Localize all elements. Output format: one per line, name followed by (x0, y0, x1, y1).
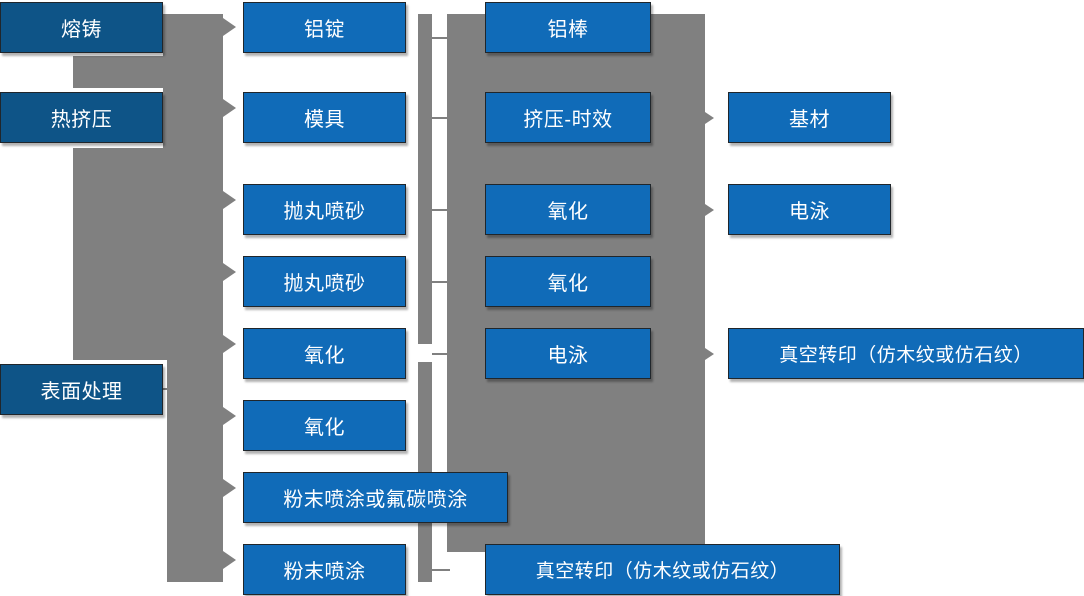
material-box-oxidation-1[interactable]: 氧化 (243, 328, 406, 379)
material-box-shot-blasting-1[interactable]: 抛丸喷砂 (243, 184, 406, 235)
process-box-electrophoresis[interactable]: 电泳 (485, 328, 651, 379)
output-box-electrophoresis[interactable]: 电泳 (728, 184, 891, 235)
arrow-right-icon-output-3 (705, 348, 714, 360)
output-stub-1 (698, 117, 708, 119)
rail-stub-4 (432, 281, 450, 283)
arrow-right-icon-branch-3 (223, 191, 236, 209)
rail-stub-3 (432, 209, 450, 211)
trunk-band-notch-filler (163, 14, 223, 582)
arrow-right-icon-output-2 (705, 204, 714, 216)
material-box-powder-or-fluorocarbon-coating[interactable]: 粉末喷涂或氟碳喷涂 (243, 472, 508, 523)
trunk-stub-surface (163, 388, 187, 390)
material-box-aluminum-ingot[interactable]: 铝锭 (243, 2, 406, 53)
stage-box-hot-extrusion[interactable]: 热挤压 (0, 92, 163, 143)
arrow-right-icon-branch-7 (223, 479, 236, 497)
rail-stub-1 (432, 37, 450, 39)
process-box-extrusion-aging[interactable]: 挤压-时效 (485, 92, 651, 143)
arrow-right-icon-branch-4 (223, 263, 236, 281)
arrow-right-icon-output-1 (705, 112, 714, 124)
material-box-powder-coating[interactable]: 粉末喷涂 (243, 544, 406, 595)
arrow-down-icon-to-surface (73, 330, 91, 342)
output-stub-3 (698, 353, 708, 355)
stage-box-surface-treatment[interactable]: 表面处理 (0, 364, 163, 415)
output-box-vacuum-transfer-printing[interactable]: 真空转印（仿木纹或仿石纹） (728, 328, 1084, 379)
material-box-mold[interactable]: 模具 (243, 92, 406, 143)
output-box-base-material[interactable]: 基材 (728, 92, 891, 143)
arrow-right-icon-branch-6 (223, 407, 236, 425)
arrow-down-icon-melt-to-extrude (73, 66, 91, 78)
arrow-right-icon-branch-8 (223, 551, 236, 569)
material-box-oxidation-2[interactable]: 氧化 (243, 400, 406, 451)
rail-stub-6 (432, 569, 450, 571)
output-stub-2 (698, 209, 708, 211)
arrow-right-icon-branch-5 (223, 335, 236, 353)
rail-stub-5 (432, 353, 450, 355)
rail-stub-2 (432, 117, 450, 119)
rail-bar-materials (418, 14, 432, 344)
process-box-oxidation-2[interactable]: 氧化 (485, 256, 651, 307)
process-box-oxidation-1[interactable]: 氧化 (485, 184, 651, 235)
process-box-vacuum-transfer-printing[interactable]: 真空转印（仿木纹或仿石纹） (485, 544, 840, 595)
arrow-right-icon-branch-1 (223, 18, 236, 36)
arrow-right-icon-branch-2 (223, 99, 236, 117)
process-box-aluminum-bar[interactable]: 铝棒 (485, 2, 651, 53)
material-box-shot-blasting-2[interactable]: 抛丸喷砂 (243, 256, 406, 307)
stage-box-melting-casting[interactable]: 熔铸 (0, 2, 163, 53)
